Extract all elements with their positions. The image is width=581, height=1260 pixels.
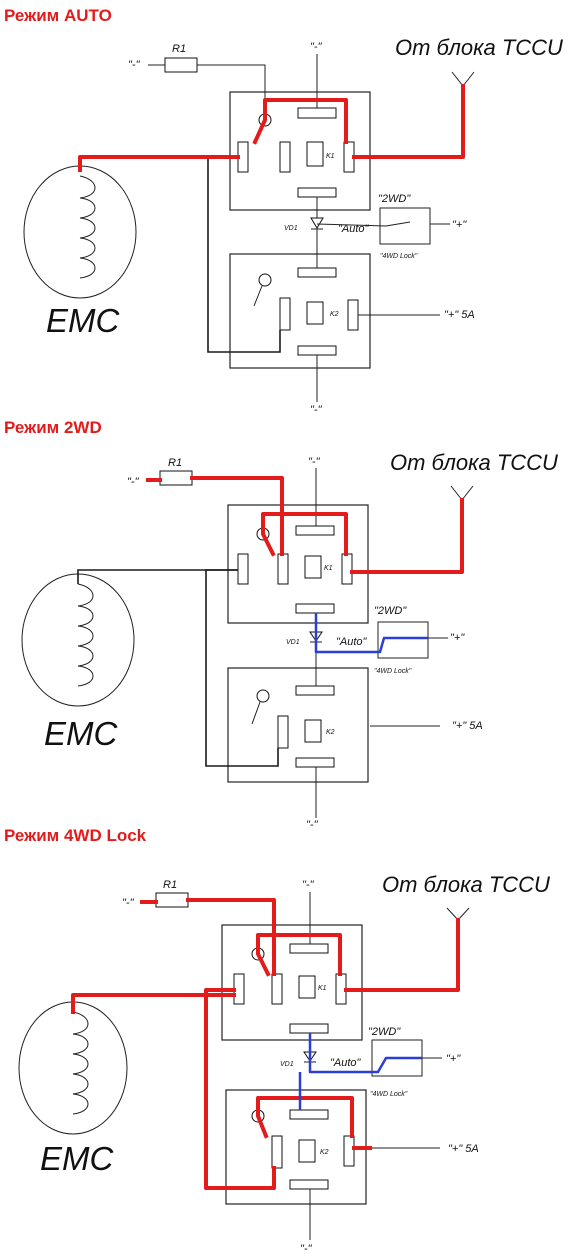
r1-label: R1	[172, 43, 186, 55]
antenna-icon	[451, 71, 475, 87]
k2-label: K2	[330, 311, 339, 318]
switch-2wd-label: "2WD"	[368, 1026, 401, 1038]
relay-k1	[229, 91, 371, 211]
plus-label: "+"	[450, 632, 465, 644]
active-power-path	[190, 476, 284, 556]
emc-coil	[23, 165, 137, 299]
mode-title-4wd-lock: Режим 4WD Lock	[4, 826, 147, 845]
emc-coil	[21, 573, 135, 707]
diagram-2wd: EMC "-" R1 "-" От блока TCCU K1 K2 "-" "…	[21, 450, 558, 831]
k2-label: K2	[320, 1149, 329, 1156]
minus-top-label: "-"	[302, 879, 315, 891]
emc-label: EMC	[44, 715, 119, 752]
relay-k1	[227, 504, 369, 624]
active-control-path	[308, 1033, 422, 1074]
mode-title-2wd: Режим 2WD	[4, 418, 102, 437]
resistor-r1	[159, 470, 193, 486]
emc-label: EMC	[40, 1140, 115, 1177]
r1-label: R1	[168, 457, 182, 469]
r1-minus-label: "-"	[127, 476, 140, 488]
active-control-path	[314, 613, 428, 654]
diagram-4wd-lock: EMC "-" R1 "-" От блока TCCU K1 K2 "-" "…	[18, 872, 550, 1255]
plus-5a-label: "+" 5A	[448, 1143, 479, 1155]
minus-bottom-label: "-"	[310, 404, 323, 416]
r1-minus-label: "-"	[128, 59, 141, 71]
plus-label: "+"	[452, 219, 467, 231]
diagram-auto: EMC "-" R1 "-" От блока TCCU K1 K2 "-" "…	[23, 35, 563, 416]
switch-4wd-label: "4WD Lock"	[380, 253, 418, 260]
r1-minus-label: "-"	[122, 897, 135, 909]
switch-4wd-label: "4WD Lock"	[374, 668, 412, 675]
k2-label: K2	[326, 729, 335, 736]
k1-label: K1	[318, 985, 327, 992]
plus-label: "+"	[446, 1053, 461, 1065]
emc-coil	[18, 1001, 128, 1135]
switch-2wd-label: "2WD"	[374, 605, 407, 617]
active-power-path	[78, 155, 240, 172]
switch-auto-label: "Auto"	[336, 636, 368, 648]
mode-title-auto: Режим AUTO	[4, 6, 112, 25]
plus-5a-label: "+" 5A	[444, 309, 475, 321]
relay-k2	[227, 667, 369, 783]
r1-label: R1	[163, 879, 177, 891]
tccu-source-label: От блока TCCU	[390, 450, 558, 475]
minus-top-label: "-"	[310, 41, 323, 53]
switch-auto-label: "Auto"	[338, 223, 370, 235]
active-power-path	[186, 898, 276, 976]
k1-label: K1	[324, 565, 333, 572]
vd1-label: VD1	[286, 639, 300, 646]
emc-label: EMC	[46, 302, 121, 339]
minus-bottom-label: "-"	[306, 819, 319, 831]
minus-bottom-label: "-"	[300, 1243, 313, 1255]
resistor-r1	[155, 892, 189, 908]
vd1-label: VD1	[284, 225, 298, 232]
switch-2wd-label: "2WD"	[378, 193, 411, 205]
mode-switch	[377, 621, 429, 659]
tccu-source-label: От блока TCCU	[382, 872, 550, 897]
switch-4wd-label: "4WD Lock"	[370, 1091, 408, 1098]
diode-vd1	[310, 217, 324, 229]
tccu-source-label: От блока TCCU	[395, 35, 563, 60]
relay-k1	[221, 924, 363, 1041]
k1-label: K1	[326, 153, 335, 160]
plus-5a-label: "+" 5A	[452, 720, 483, 732]
minus-top-label: "-"	[308, 456, 321, 468]
switch-auto-label: "Auto"	[330, 1057, 362, 1069]
relay-k2	[229, 253, 371, 369]
vd1-label: VD1	[280, 1061, 294, 1068]
resistor-r1	[164, 57, 198, 73]
antenna-icon	[450, 485, 474, 501]
